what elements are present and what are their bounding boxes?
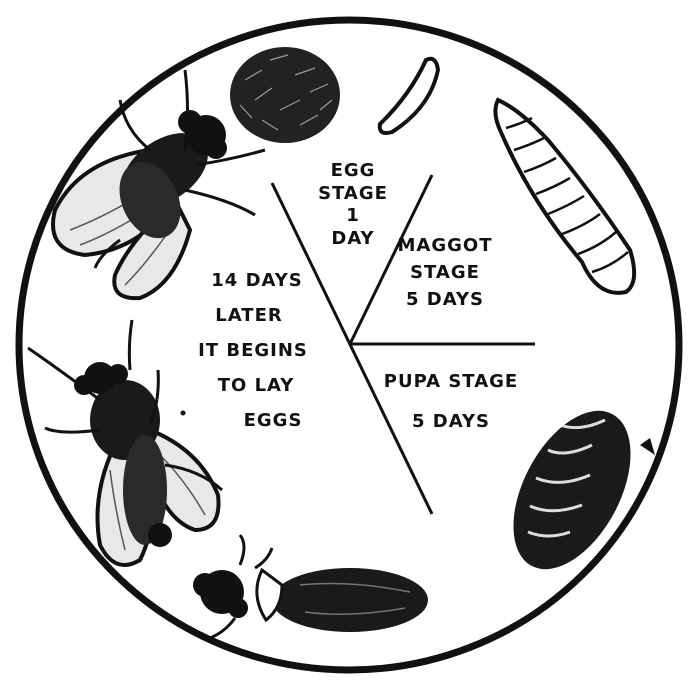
maggot-stage-label: MAGGOT STAGE 5 DAYS — [385, 232, 505, 313]
adult-stage-line-1: 14 DAYS — [178, 263, 328, 298]
egg-stage-line-2: STAGE — [310, 183, 396, 206]
egg-stage-line-3: 1 — [310, 205, 396, 228]
egg-stage-label: EGG STAGE 1 DAY — [310, 160, 396, 250]
emerging-fly-icon — [193, 535, 428, 638]
egg-cluster-icon — [230, 47, 340, 143]
maggot-stage-line-2: STAGE — [385, 259, 505, 286]
adult-stage-line-4: TO LAY — [178, 368, 328, 403]
adult-stage-line-5: EGGS — [178, 403, 328, 438]
egg-stage-line-1: EGG — [310, 160, 396, 183]
pupa-stage-label: PUPA STAGE 5 DAYS — [362, 362, 540, 441]
maggot-stage-line-1: MAGGOT — [385, 232, 505, 259]
adult-stage-label: 14 DAYS LATER IT BEGINS TO LAY EGGS — [178, 263, 328, 438]
maggot-icon — [495, 100, 634, 293]
maggot-stage-line-3: 5 DAYS — [385, 286, 505, 313]
egg-stage-line-4: DAY — [310, 228, 396, 251]
pupa-stage-line-2: 5 DAYS — [362, 402, 540, 442]
adult-stage-line-3: IT BEGINS — [178, 333, 328, 368]
adult-stage-line-2: LATER — [178, 298, 328, 333]
pupa-stage-line-1: PUPA STAGE — [362, 362, 540, 402]
single-egg-icon — [380, 59, 438, 133]
